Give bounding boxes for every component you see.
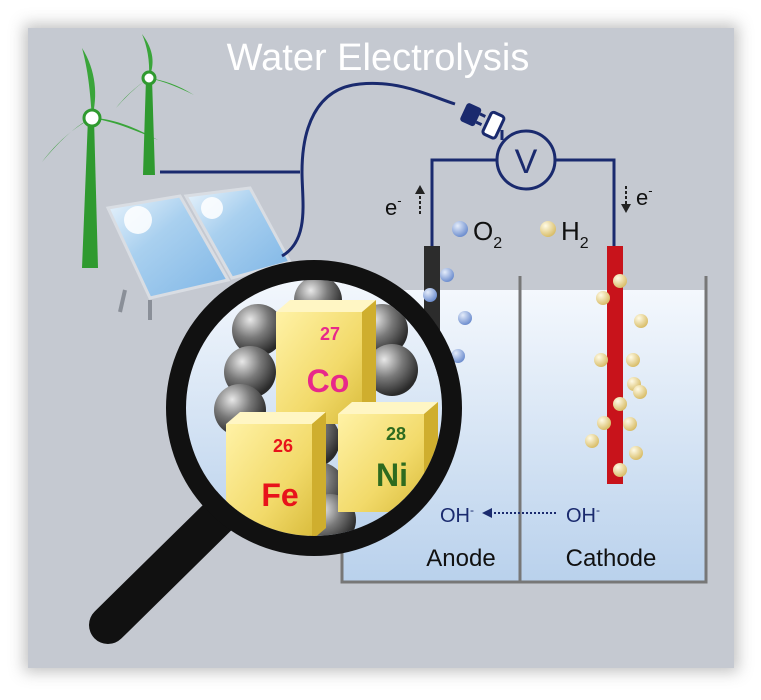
svg-text:e-: e- (636, 183, 653, 210)
diagram-title: Water Electrolysis (227, 37, 530, 79)
element-number: 26 (273, 436, 293, 456)
element-symbol: Ni (376, 457, 408, 493)
magnifier-ring (166, 260, 462, 556)
electron-arrow-left: e- (385, 185, 425, 220)
svg-text:e-: e- (385, 193, 402, 220)
cathode-electrode (607, 246, 623, 484)
anode-label: Anode (426, 545, 495, 572)
electron-label-left: e (385, 195, 397, 220)
element-symbol: Co (307, 363, 350, 399)
electron-label-right: e (636, 185, 648, 210)
element-symbol: Fe (261, 477, 298, 513)
electron-arrow-right: e- (621, 183, 653, 213)
power-cable (160, 81, 456, 258)
h2-bubble-icon (540, 221, 556, 237)
o2-label: O2 (473, 216, 502, 252)
ion-flow-arrowhead (482, 508, 492, 518)
o2-bubbles (423, 268, 472, 363)
plug-icon (460, 103, 506, 140)
o2-bubble-icon (452, 221, 468, 237)
element-tile-co: 27 Co (276, 300, 376, 424)
electron-sup-right: - (648, 183, 652, 198)
wind-turbine-icon (116, 34, 194, 175)
solar-panel-icon (105, 186, 293, 320)
electron-sup-left: - (397, 193, 401, 208)
voltmeter: V (495, 129, 557, 191)
voltmeter-label: V (515, 143, 538, 181)
h2-bubbles (585, 274, 648, 477)
circuit-wire (430, 158, 616, 246)
magnifier-lens: 27 Co 26 Fe 28 Ni (186, 280, 442, 536)
wind-turbine-icon (42, 48, 158, 268)
element-number: 28 (386, 424, 406, 444)
oh-ion-right: OH- (566, 503, 600, 527)
h2-label: H2 (561, 216, 589, 252)
element-number: 27 (320, 324, 340, 344)
cathode-label: Cathode (566, 545, 657, 572)
oh-ion-left: OH- (440, 503, 474, 527)
magnifier-handle (89, 486, 249, 644)
